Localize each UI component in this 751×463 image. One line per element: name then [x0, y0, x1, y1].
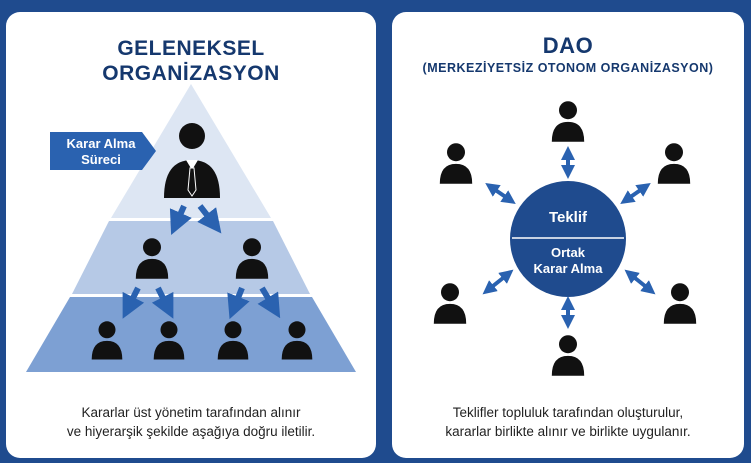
pyramid-tier-bottom: [26, 297, 356, 372]
hub-proposal-text: Teklif: [549, 209, 588, 226]
hub-decision-line2: Karar Alma: [534, 261, 604, 276]
double-arrow-icon: [485, 183, 516, 204]
decision-label-line2: Süreci: [81, 152, 121, 167]
person-icon: [551, 101, 585, 142]
decision-label-line1: Karar Alma: [67, 136, 137, 151]
traditional-title: GELENEKSEL ORGANİZASYON: [6, 36, 376, 86]
dao-title: DAO: [542, 33, 594, 58]
hub-decision-line1: Ortak: [551, 245, 586, 260]
arrow-down-icon: [169, 204, 192, 235]
person-icon: [657, 143, 691, 184]
arrow-down-icon: [151, 286, 174, 319]
pyramid-tier-middle: [72, 221, 310, 294]
person-icon: [439, 143, 473, 184]
decision-process-label: Karar Alma Süreci: [50, 132, 156, 170]
double-arrow-icon: [620, 183, 651, 204]
traditional-caption-line1: Kararlar üst yönetim tarafından alınır: [81, 405, 301, 420]
pyramid-tier-top: [111, 84, 271, 218]
dao-subtitle: (MERKEZİYETSİZ OTONOM ORGANİZASYON): [422, 61, 714, 75]
hierarchy-pyramid: Karar Alma Süreci: [26, 84, 356, 372]
arrow-down-icon: [197, 204, 222, 234]
proposal-decision-hub: Teklif Ortak Karar Alma: [510, 181, 626, 297]
dao-caption: Teklifler topluluk tarafından oluşturulu…: [392, 403, 744, 441]
dao-caption-line2: kararlar birlikte alınır ve birlikte uyg…: [445, 424, 691, 439]
double-arrow-icon: [624, 269, 656, 295]
arrow-down-icon: [227, 286, 250, 320]
dao-panel: DAO (MERKEZİYETSİZ OTONOM ORGANİZASYON) …: [392, 12, 744, 458]
traditional-caption: Kararlar üst yönetim tarafından alınır v…: [6, 403, 376, 441]
dao-caption-line1: Teklifler topluluk tarafından oluşturulu…: [452, 405, 684, 420]
person-icon: [551, 335, 585, 376]
traditional-caption-line2: ve hiyerarşik şekilde aşağıya doğru ilet…: [66, 424, 316, 439]
person-icon: [433, 283, 467, 324]
person-icon: [663, 283, 697, 324]
dao-network: Teklif Ortak Karar Alma: [433, 101, 697, 376]
traditional-title-line2: ORGANİZASYON: [102, 62, 280, 85]
traditional-title-line1: GELENEKSEL: [117, 37, 265, 60]
double-arrow-icon: [482, 269, 514, 295]
manager-icon: [164, 123, 220, 198]
traditional-organization-panel: GELENEKSEL ORGANİZASYON Karar Alma: [6, 12, 376, 458]
arrow-down-icon: [122, 286, 145, 319]
arrow-down-icon: [257, 286, 281, 319]
